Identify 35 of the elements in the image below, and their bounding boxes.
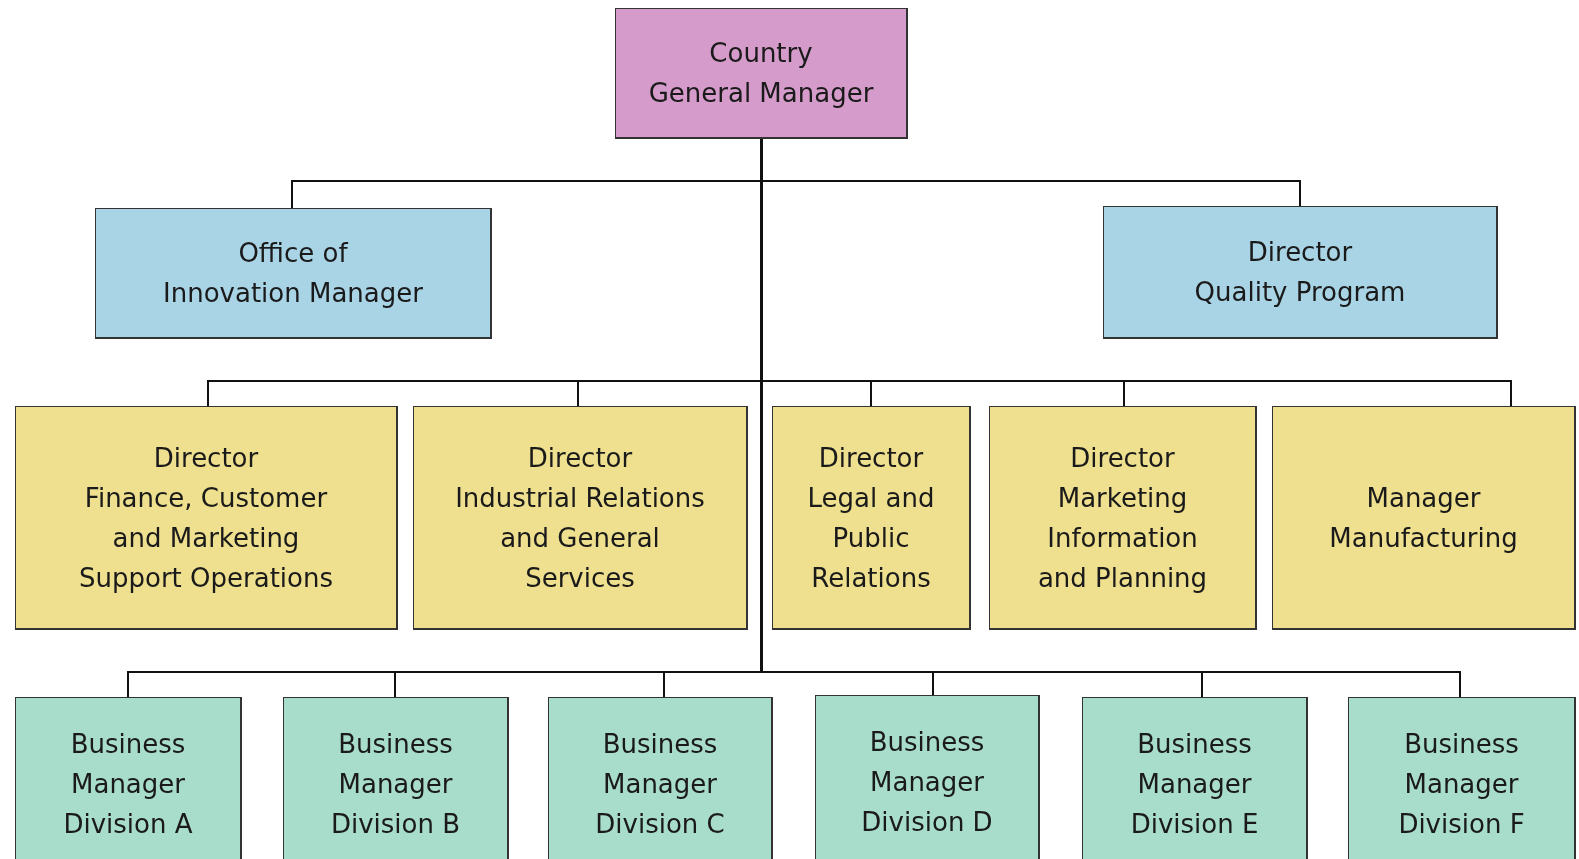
position-title: General Manager <box>648 77 874 110</box>
position-title: Country <box>709 37 813 70</box>
position-title: Business Manager Division B <box>329 728 462 841</box>
position-box <box>15 697 242 859</box>
position-title: Marketing Information and Planning <box>1036 481 1209 595</box>
position-title: Director <box>527 441 633 475</box>
position-title: Finance, Customer and Marketing Support Operations <box>78 481 334 595</box>
position-box <box>95 208 492 339</box>
position-title: Business Manager Division A <box>62 728 194 841</box>
position-title: Business Manager Division E <box>1129 728 1260 841</box>
position-box <box>1082 697 1308 859</box>
position-box <box>15 406 398 630</box>
position-box <box>1272 406 1576 630</box>
position-title: Manager <box>1366 481 1481 515</box>
position-box <box>413 406 748 630</box>
position-box <box>1348 697 1576 859</box>
position-title: Business Manager Division C <box>594 728 726 841</box>
position-title: Director <box>153 441 259 475</box>
position-box <box>815 695 1040 859</box>
position-title: Legal and Public Relations <box>806 481 936 595</box>
position-title: Office of Innovation Manager <box>162 237 424 310</box>
position-title: Director <box>1247 236 1353 269</box>
position-box <box>548 697 773 859</box>
position-box <box>1103 206 1498 339</box>
position-box <box>989 406 1257 630</box>
position-box <box>283 697 509 859</box>
position-title: Quality Program <box>1194 276 1406 309</box>
position-title: Business Manager Division D <box>860 726 994 839</box>
position-title: Business Manager Division F <box>1397 728 1526 841</box>
position-title: Director <box>1070 441 1175 475</box>
position-title: Director <box>818 441 924 475</box>
position-title: Industrial Relations and General Services <box>454 481 706 595</box>
position-box <box>615 8 908 139</box>
position-title: Manufacturing <box>1329 521 1518 555</box>
position-box <box>772 406 971 630</box>
